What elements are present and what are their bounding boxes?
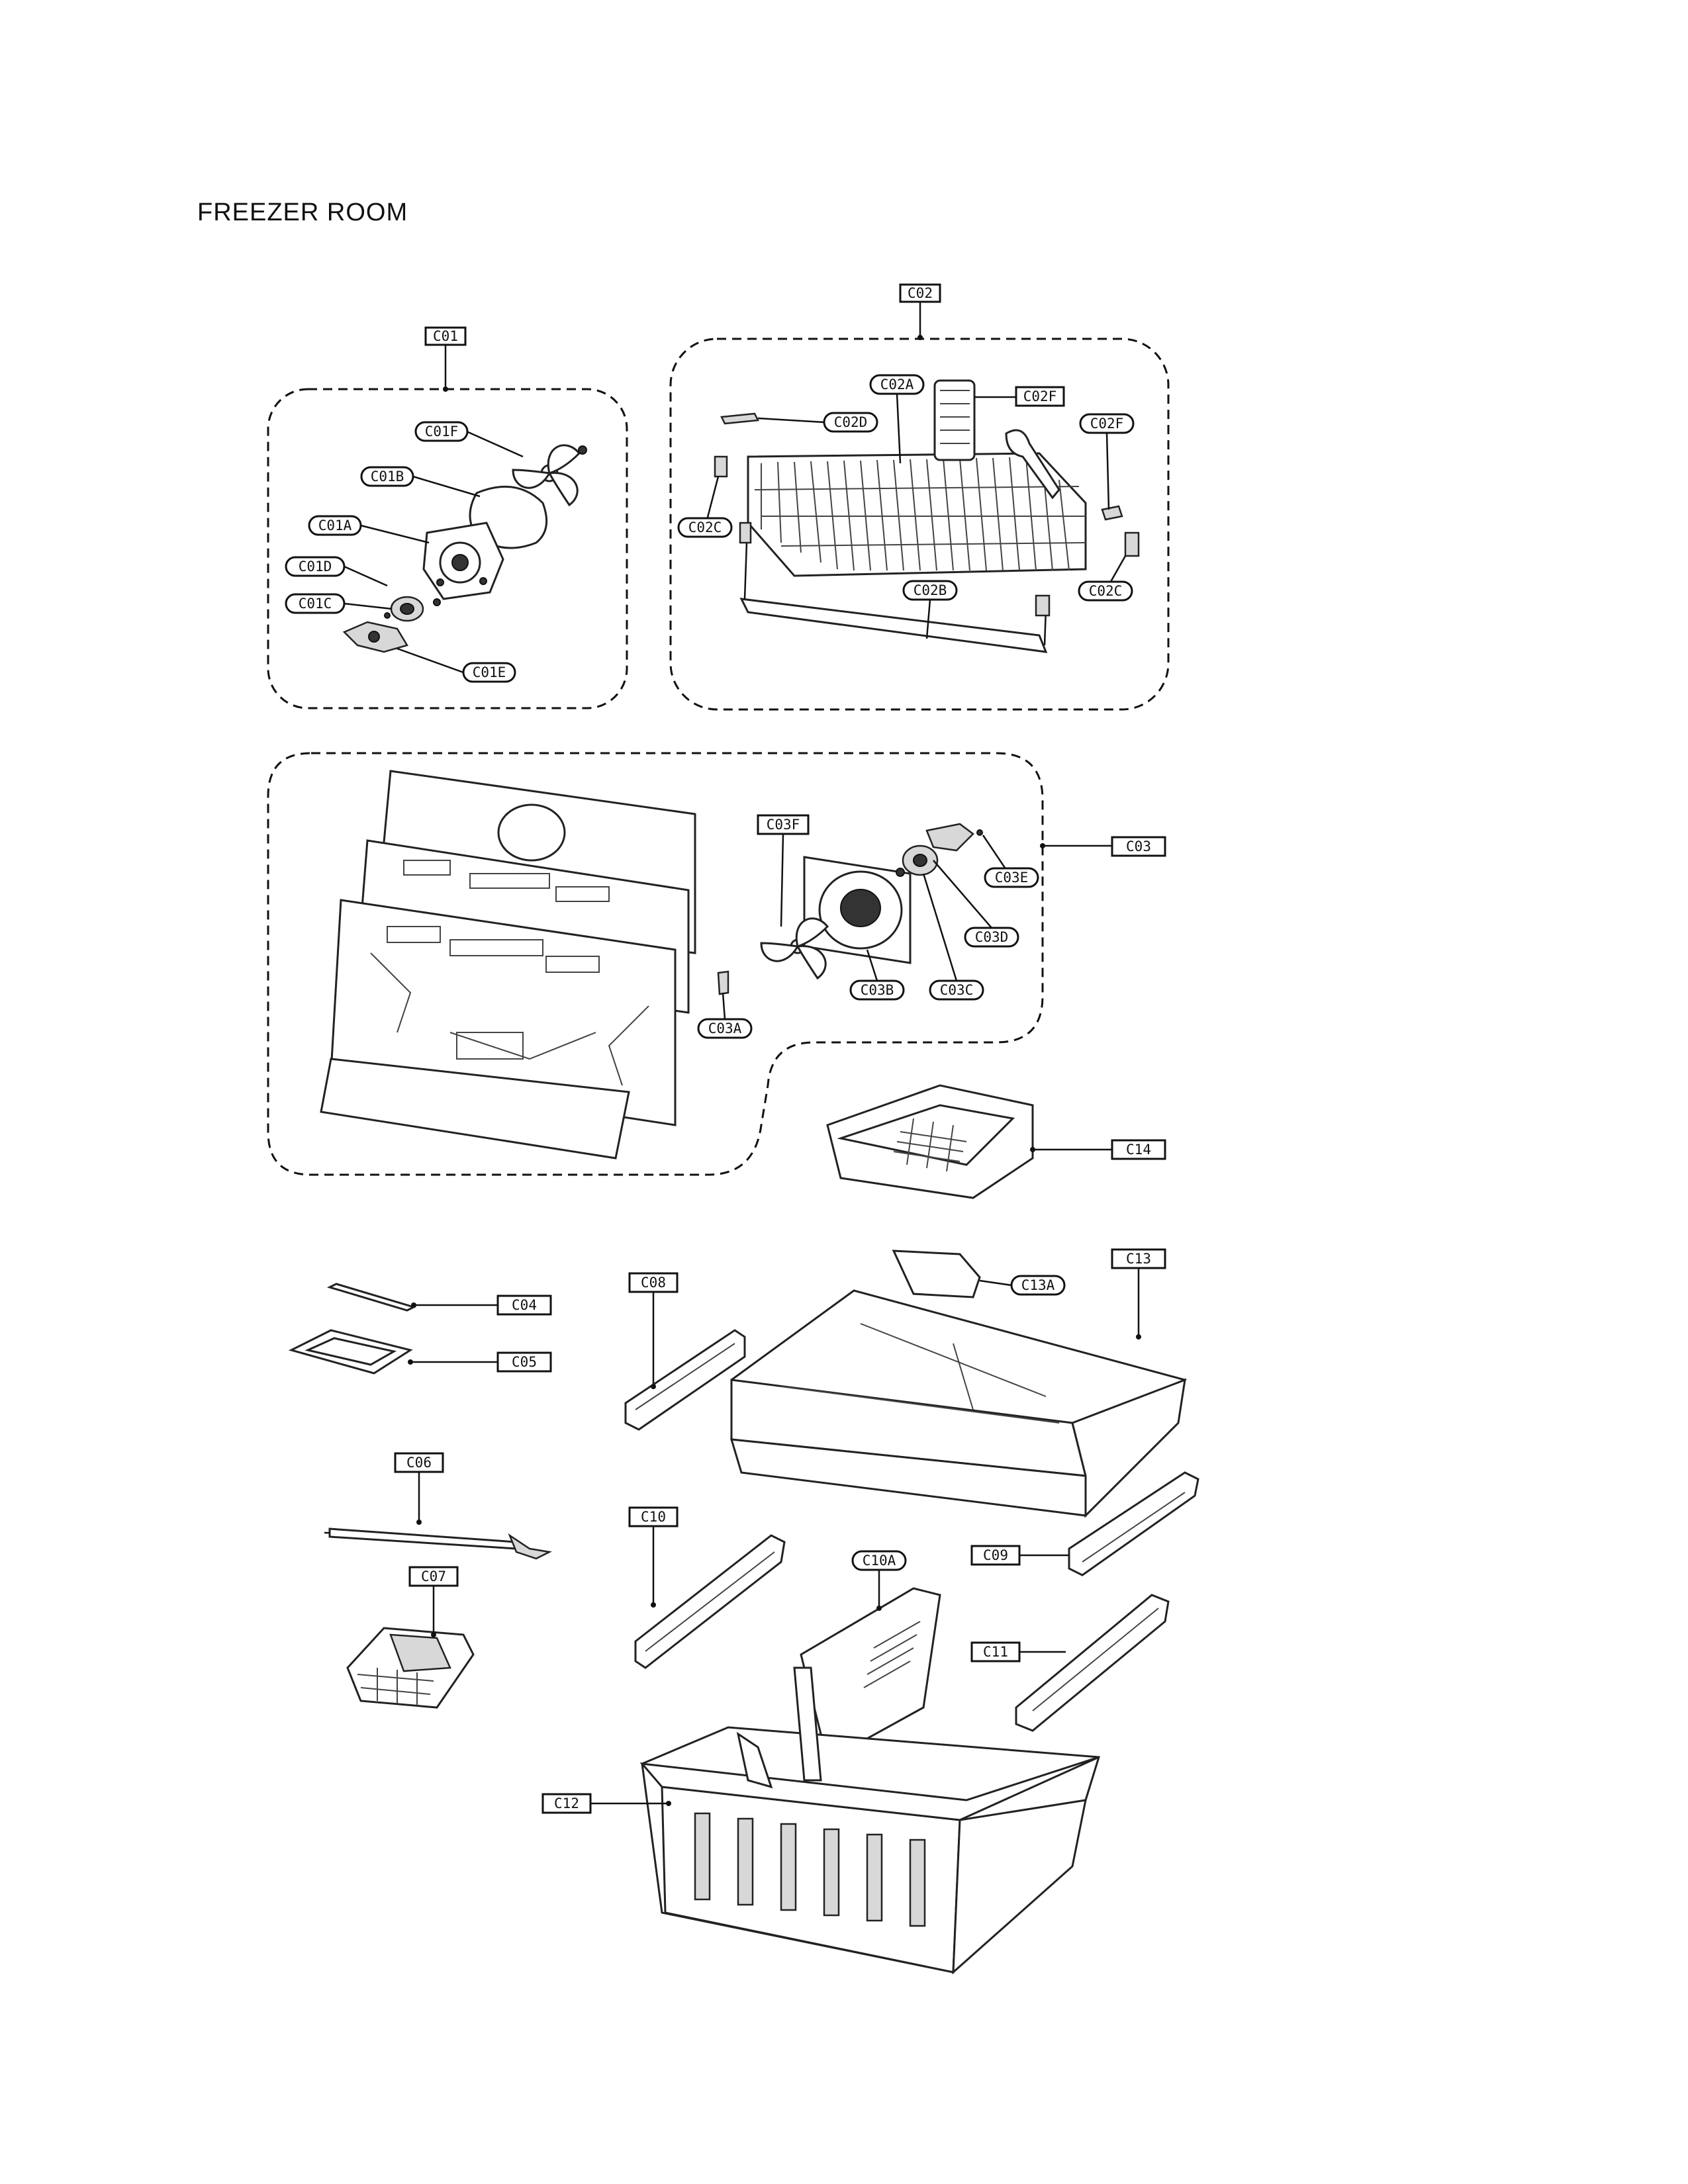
rail-c08-drawing [624, 1329, 746, 1431]
label-c03b: C03B [849, 979, 905, 1001]
svg-text:C02F: C02F [1023, 388, 1057, 404]
group-outline-c03 [267, 752, 1044, 1176]
label-c01d: C01D [285, 556, 346, 577]
rail-c11-drawing [1015, 1594, 1170, 1732]
svg-text:C02A: C02A [880, 377, 914, 392]
rail-c06-drawing [324, 1527, 552, 1560]
label-c01b: C01B [360, 466, 414, 487]
label-c03c: C03C [929, 979, 984, 1001]
label-c03: C03 [1111, 836, 1166, 857]
label-c03d: C03D [964, 927, 1019, 948]
label-c02d: C02D [823, 412, 878, 433]
svg-text:C02D: C02D [834, 414, 868, 430]
ice-maker-c07-drawing [346, 1627, 475, 1709]
svg-text:C13: C13 [1126, 1251, 1151, 1267]
label-c01c: C01C [285, 593, 346, 614]
label-c10: C10 [628, 1506, 679, 1527]
svg-text:C03C: C03C [940, 982, 974, 998]
label-c01e: C01E [462, 662, 516, 683]
label-c01f: C01F [414, 421, 469, 442]
label-c02f-right: C02F [1079, 413, 1135, 434]
label-c03e: C03E [984, 867, 1039, 888]
svg-text:C01E: C01E [473, 664, 506, 680]
svg-text:C11: C11 [983, 1644, 1008, 1660]
svg-text:C08: C08 [641, 1275, 666, 1291]
label-c01: C01 [424, 326, 467, 346]
svg-text:C02: C02 [908, 285, 933, 301]
svg-text:C01: C01 [433, 328, 458, 344]
svg-text:C07: C07 [421, 1569, 446, 1584]
svg-text:C04: C04 [512, 1297, 537, 1313]
label-c10a: C10A [851, 1550, 907, 1571]
label-c13: C13 [1111, 1248, 1166, 1269]
label-c13a: C13A [1010, 1275, 1066, 1296]
label-c06: C06 [394, 1452, 444, 1473]
svg-text:C01D: C01D [299, 559, 332, 574]
evaporator-assembly-c02-drawing [714, 379, 1140, 653]
svg-text:C01C: C01C [299, 596, 332, 612]
label-c14: C14 [1111, 1139, 1166, 1160]
label-c07: C07 [408, 1566, 459, 1587]
cover-tray-c05-drawing [288, 1329, 413, 1375]
small-cover-c04-drawing [326, 1283, 417, 1312]
svg-text:C01B: C01B [371, 469, 404, 484]
svg-text:C03A: C03A [708, 1021, 742, 1036]
lower-basket-c12-drawing [639, 1666, 1100, 1975]
page-title: FREEZER ROOM [197, 199, 408, 226]
svg-text:C01F: C01F [425, 424, 459, 439]
svg-text:C03F: C03F [767, 817, 800, 833]
svg-text:C03B: C03B [861, 982, 894, 998]
label-c05: C05 [496, 1351, 552, 1373]
svg-text:C10: C10 [641, 1509, 666, 1525]
svg-text:C06: C06 [406, 1455, 432, 1471]
svg-text:C12: C12 [554, 1796, 579, 1811]
svg-text:C10A: C10A [863, 1553, 896, 1569]
svg-text:C03: C03 [1126, 839, 1151, 854]
fan-motor-assembly-c01-drawing [342, 444, 587, 653]
svg-text:C05: C05 [512, 1354, 537, 1370]
svg-text:C14: C14 [1126, 1142, 1151, 1158]
svg-text:C01A: C01A [318, 518, 352, 533]
label-c02: C02 [899, 283, 941, 303]
label-c03a: C03A [697, 1018, 753, 1039]
label-c12: C12 [541, 1793, 592, 1814]
label-c01a: C01A [308, 515, 362, 536]
svg-text:C02F: C02F [1090, 416, 1124, 432]
svg-text:C13A: C13A [1021, 1277, 1055, 1293]
label-c02b: C02B [902, 580, 958, 601]
svg-text:C09: C09 [983, 1547, 1008, 1563]
label-c02f-top: C02F [1015, 386, 1065, 407]
svg-text:C03D: C03D [975, 929, 1009, 945]
upper-drawer-c13-drawing [729, 1250, 1187, 1518]
label-c02c-right: C02C [1078, 580, 1133, 602]
label-c11: C11 [970, 1641, 1021, 1662]
label-c02a: C02A [869, 374, 925, 395]
svg-text:C02C: C02C [688, 520, 722, 535]
svg-text:C02B: C02B [914, 582, 947, 598]
svg-text:C03E: C03E [995, 870, 1029, 886]
divider-c10a-drawing [800, 1587, 941, 1762]
label-c04: C04 [496, 1295, 552, 1316]
ice-bin-c14-drawing [826, 1084, 1034, 1199]
label-c08: C08 [628, 1272, 679, 1293]
label-c09: C09 [970, 1545, 1021, 1566]
rail-c09-drawing [1068, 1471, 1199, 1576]
rail-c10-drawing [634, 1534, 786, 1669]
grille-fan-assembly-c03-drawing [320, 770, 983, 1160]
label-c02c-left: C02C [677, 517, 733, 538]
svg-text:C02C: C02C [1089, 583, 1123, 599]
label-c03f: C03F [757, 814, 810, 835]
